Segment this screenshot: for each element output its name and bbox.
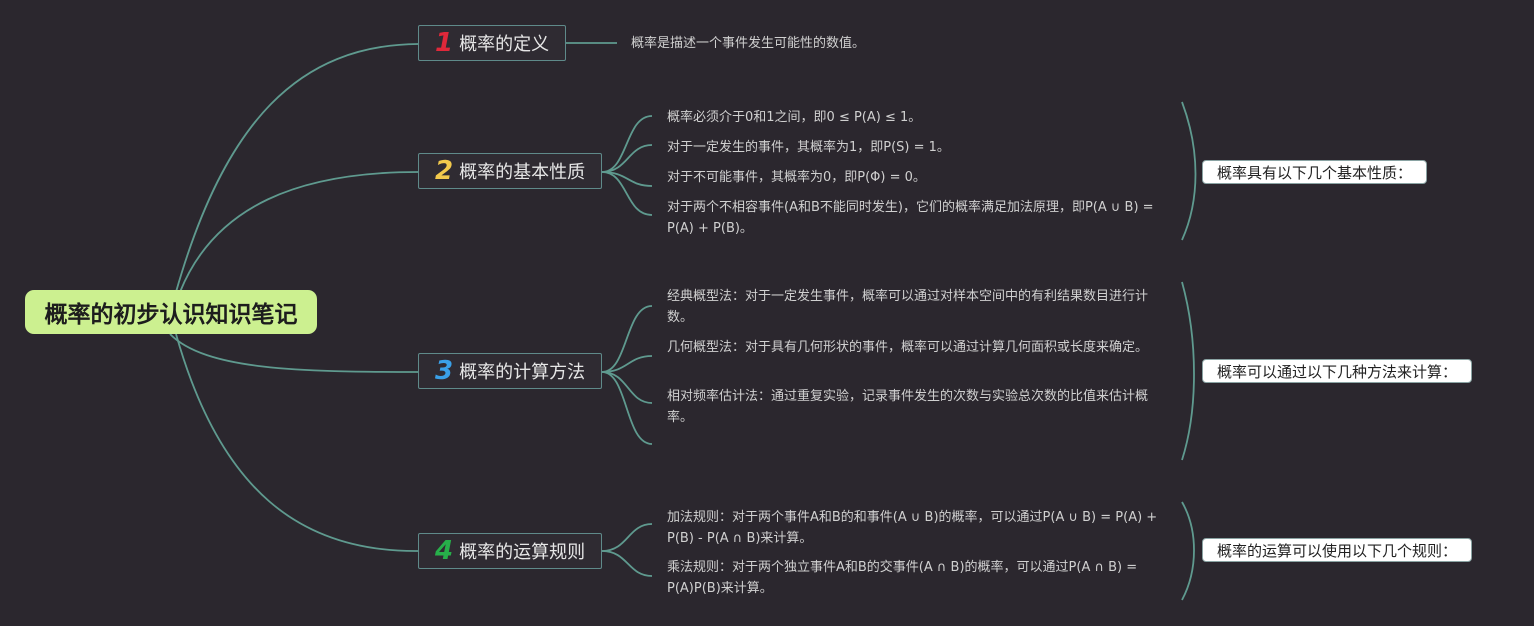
number-4-badge-icon: 4	[435, 536, 454, 566]
branch-methods[interactable]: 3 概率的计算方法	[418, 353, 602, 389]
number-2-badge-icon: 2	[435, 156, 454, 186]
link-branch-3-item-3	[601, 371, 653, 404]
link-branch-3-item-4	[601, 371, 653, 445]
branch-title: 概率的计算方法	[459, 362, 586, 383]
definition-text: 概率是描述一个事件发生可能性的数值。	[631, 36, 866, 51]
link-root-branch-2	[179, 171, 419, 293]
link-branch-2-item-2	[601, 144, 653, 173]
branch-properties[interactable]: 2 概率的基本性质	[418, 153, 602, 189]
property-item-1: 概率必须介于0和1之间，即0 ≤ P(A) ≤ 1。	[667, 110, 922, 125]
link-branch-4-item-1	[601, 523, 653, 552]
method-item-1: 经典概型法：对于一定发生事件，概率可以通过对样本空间中的有利结果数目进行计数。	[667, 289, 1149, 325]
link-root-branch-3	[169, 333, 419, 373]
root-title: 概率的初步认识知识笔记	[44, 302, 298, 328]
summary-properties[interactable]: 概率具有以下几个基本性质：	[1202, 160, 1428, 184]
rule-item-1: 加法规则：对于两个事件A和B的和事件(A ∪ B)的概率，可以通过P(A ∪ B…	[667, 510, 1158, 546]
method-item-2: 几何概型法：对于具有几何形状的事件，概率可以通过计算几何面积或长度来确定。	[667, 340, 1149, 355]
brace-rules	[1181, 501, 1195, 601]
brace-methods	[1181, 281, 1195, 461]
summary-methods[interactable]: 概率可以通过以下几种方法来计算：	[1202, 359, 1473, 383]
branch-rules[interactable]: 4 概率的运算规则	[418, 533, 602, 569]
number-3-badge-icon: 3	[435, 356, 454, 386]
link-branch-3-item-1	[601, 305, 653, 373]
method-item-3: 相对频率估计法：通过重复实验，记录事件发生的次数与实验总次数的比值来估计概率。	[667, 389, 1149, 425]
link-root-branch-1	[175, 43, 419, 293]
brace-properties	[1181, 101, 1197, 241]
link-root-branch-4	[175, 333, 419, 552]
property-item-4: 对于两个不相容事件(A和B不能同时发生)，它们的概率满足加法原理，即P(A ∪ …	[667, 200, 1154, 236]
link-branch-4-item-2	[601, 550, 653, 577]
link-branch-2-item-1	[601, 115, 653, 173]
root-topic[interactable]: 概率的初步认识知识笔记	[25, 290, 317, 334]
property-item-3: 对于不可能事件，其概率为0，即P(Φ) = 0。	[667, 170, 926, 185]
summary-rules[interactable]: 概率的运算可以使用以下几个规则：	[1202, 538, 1473, 562]
branch-title: 概率的运算规则	[459, 542, 586, 563]
property-item-2: 对于一定发生的事件，其概率为1，即P(S) = 1。	[667, 140, 950, 155]
branch-definition[interactable]: 1 概率的定义	[418, 25, 566, 61]
rule-item-2: 乘法规则：对于两个独立事件A和B的交事件(A ∩ B)的概率，可以通过P(A ∩…	[667, 560, 1138, 596]
link-branch-3-item-2	[601, 355, 653, 373]
number-1-badge-icon: 1	[435, 28, 454, 58]
link-branch-2-item-4	[601, 171, 653, 216]
branch-title: 概率的定义	[459, 34, 550, 55]
branch-title: 概率的基本性质	[459, 162, 586, 183]
